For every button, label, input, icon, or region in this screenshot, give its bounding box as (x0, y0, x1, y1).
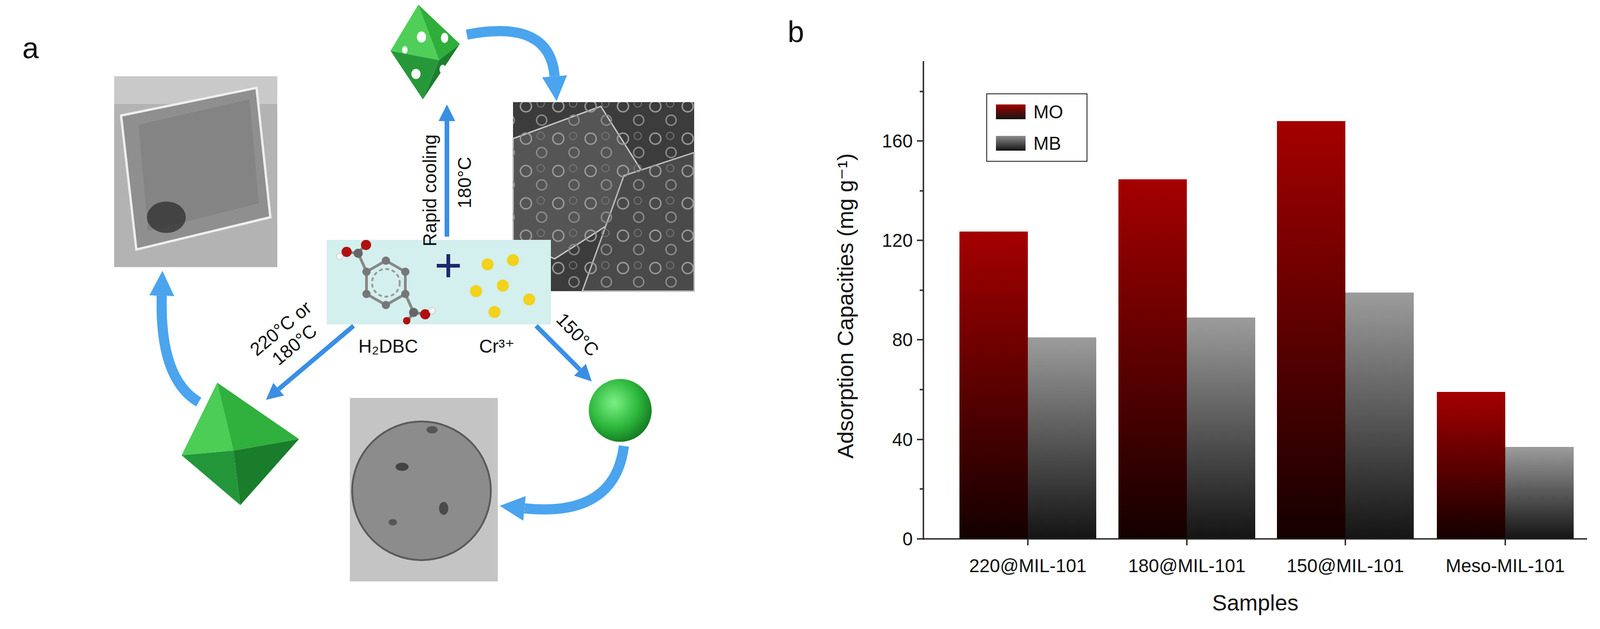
category-label: 150@MIL-101 (1286, 555, 1405, 577)
reactant-box: H₂DBCCr³⁺ (326, 239, 551, 325)
legend-text: MB (1033, 132, 1062, 154)
tick-label: 40 (892, 428, 914, 451)
condition-label: Rapid cooling (419, 134, 441, 247)
tick-label: 80 (892, 329, 914, 351)
legend-swatch (995, 104, 1026, 120)
panel-letter: a (22, 31, 39, 66)
legend-text: MO (1033, 101, 1063, 123)
tick-label: 160 (881, 130, 913, 152)
panel-letter: b (787, 15, 805, 50)
reagent-label: H₂DBC (358, 335, 419, 357)
reagent-label: Cr³⁺ (479, 335, 515, 357)
tick-label: 120 (881, 229, 913, 251)
temperature-label: 180°C (453, 156, 476, 209)
axis-title: Samples (1212, 590, 1299, 616)
category-label: 180@MIL-101 (1128, 555, 1246, 577)
axis-title: Adsorption Capacities (mg g⁻¹) (832, 153, 859, 459)
legend-swatch (995, 135, 1026, 151)
tick-label: 0 (902, 528, 913, 550)
temperature-label: 220°C or 180°C (236, 288, 339, 384)
temperature-label: 150°C (552, 308, 604, 361)
category-label: Meso-MIL-101 (1445, 555, 1565, 577)
category-label: 220@MIL-101 (969, 555, 1087, 577)
